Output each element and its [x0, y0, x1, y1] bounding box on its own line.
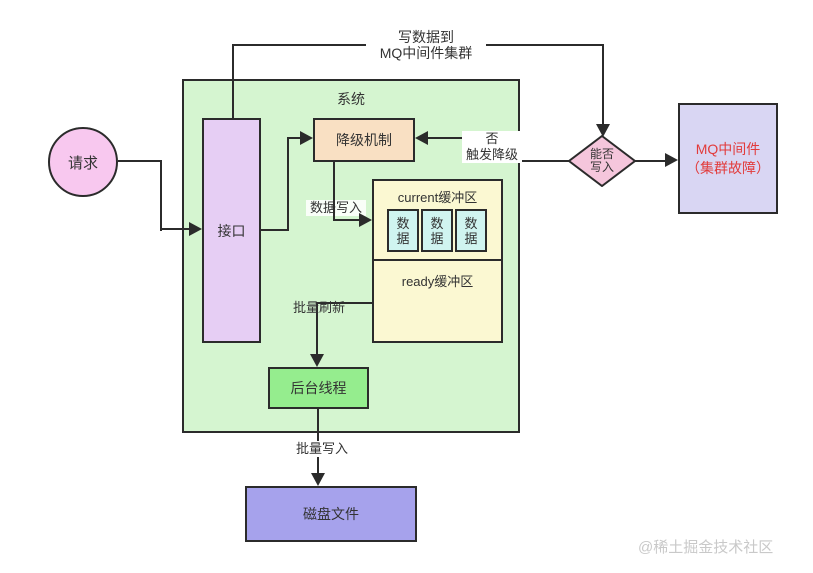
mq-label-line1: MQ中间件: [695, 140, 761, 157]
edge-interface-degrade-v: [287, 139, 289, 231]
interface-node: 接口: [202, 118, 261, 343]
arrowhead-into-disk: [311, 473, 325, 486]
edge-batchrefresh-v: [316, 302, 318, 355]
decision-diamond-node: 能否 写入: [567, 134, 637, 188]
data-box-label: 数据: [396, 215, 410, 246]
arrowhead-into-degrade-left: [300, 131, 313, 145]
edge-decision-mq-h: [635, 160, 666, 162]
edge-label-no: 否: [485, 131, 499, 146]
edge-label-write-to-mq: 写数据到 MQ中间件集群: [366, 29, 486, 61]
edge-request-h2: [160, 228, 190, 230]
edge-label-batch-refresh: 批量刷新: [292, 300, 345, 315]
edge-no-h2: [428, 137, 492, 139]
buffer-divider: [374, 259, 501, 261]
watermark: @稀土掘金技术社区: [638, 539, 774, 556]
edge-request-h1: [118, 160, 161, 162]
data-box: 数据: [387, 209, 419, 252]
mq-middleware-node: MQ中间件 （集群故障）: [678, 103, 778, 214]
edge-label-batch-write: 批量写入: [291, 441, 353, 457]
edge-topline-v1: [232, 45, 234, 119]
edge-interface-degrade-h1: [261, 229, 289, 231]
arrowhead-into-mq: [665, 153, 678, 167]
edge-label-write-to-mq-line1: 写数据到: [398, 29, 454, 45]
edge-no-h1: [492, 160, 571, 162]
system-title: 系统: [337, 91, 365, 107]
arrowhead-into-buffer: [359, 213, 372, 227]
decision-label: 能否 写入: [568, 135, 636, 187]
edge-label-write-to-mq-line2: MQ中间件集群: [379, 44, 473, 61]
arrowhead-into-degrade-right: [415, 131, 428, 145]
background-thread-node: 后台线程: [268, 367, 369, 409]
edge-label-no-trigger-degrade: 否 触发降级: [462, 131, 522, 163]
degrade-mechanism-node: 降级机制: [313, 118, 415, 162]
edge-batchrefresh-h: [318, 302, 372, 304]
decision-label-line1: 能否: [589, 147, 614, 161]
ready-buffer-title: ready缓冲区: [401, 274, 474, 289]
edge-label-trigger-degrade: 触发降级: [465, 147, 518, 162]
edge-topline-v2: [602, 44, 604, 125]
current-buffer-title: current缓冲区: [397, 190, 478, 205]
decision-label-line2: 写入: [589, 160, 614, 174]
arrowhead-into-decision: [596, 124, 610, 137]
buffer-node: current缓冲区 数据 数据 数据 ready缓冲区: [372, 179, 503, 343]
request-node: 请求: [48, 127, 118, 197]
data-box-label: 数据: [464, 215, 478, 246]
mq-label-line2: （集群故障）: [686, 159, 770, 176]
edge-datawrite-h: [333, 219, 360, 221]
edge-datawrite-v: [333, 161, 335, 221]
arrowhead-into-thread: [310, 354, 324, 367]
disk-file-node: 磁盘文件: [245, 486, 417, 542]
data-box: 数据: [455, 209, 487, 252]
edge-interface-degrade-h2: [287, 137, 301, 139]
data-row: 数据 数据 数据: [387, 209, 487, 252]
edge-label-data-write: 数据写入: [306, 200, 366, 216]
data-box: 数据: [421, 209, 453, 252]
diamond-shape: [567, 134, 637, 188]
edge-request-v: [160, 160, 162, 231]
data-box-label: 数据: [430, 215, 444, 246]
arrowhead-into-interface: [189, 222, 202, 236]
